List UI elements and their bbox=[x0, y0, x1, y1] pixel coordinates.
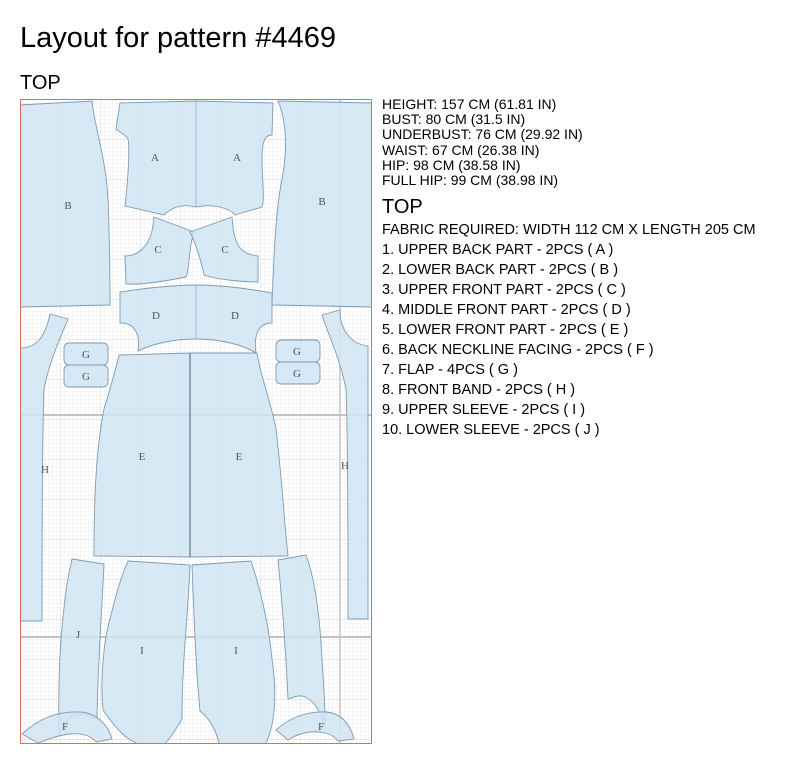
list-item: 9. UPPER SLEEVE - 2PCS ( I ) bbox=[382, 402, 586, 419]
page-title: Layout for pattern #4469 bbox=[20, 22, 337, 54]
list-item: 1. UPPER BACK PART - 2PCS ( A ) bbox=[382, 242, 614, 259]
label-i-left: I bbox=[140, 645, 144, 657]
section-title: TOP bbox=[382, 196, 423, 219]
label-g-3: G bbox=[293, 346, 301, 358]
measurement-underbust: UNDERBUST: 76 CM (29.92 IN) bbox=[382, 126, 583, 143]
measurement-waist: WAIST: 67 CM (26.38 IN) bbox=[382, 141, 540, 158]
piece-e-right bbox=[189, 352, 289, 558]
layout-subtitle: TOP bbox=[20, 72, 61, 94]
cutting-layout-diagram: A A B B C C D D G G G G E E H H J I I F … bbox=[20, 99, 372, 744]
measurement-full-hip: FULL HIP: 99 CM (38.98 IN) bbox=[382, 172, 559, 189]
piece-a-left bbox=[115, 100, 197, 216]
label-a-left: A bbox=[151, 152, 159, 164]
piece-g-4 bbox=[275, 361, 321, 385]
list-item: 8. FRONT BAND - 2PCS ( H ) bbox=[382, 382, 576, 399]
list-item: 6. BACK NECKLINE FACING - 2PCS ( F ) bbox=[382, 342, 654, 359]
label-f-right: F bbox=[318, 721, 324, 733]
label-h-left: H bbox=[41, 464, 49, 476]
measurement-hip: HIP: 98 CM (38.58 IN) bbox=[382, 156, 521, 173]
label-c-right: C bbox=[221, 244, 228, 256]
label-a-right: A bbox=[233, 152, 241, 164]
label-e-left: E bbox=[139, 451, 146, 463]
piece-g-2 bbox=[63, 364, 109, 388]
piece-h-left bbox=[20, 313, 69, 622]
list-item: 2. LOWER BACK PART - 2PCS ( B ) bbox=[382, 262, 619, 279]
list-item: 10. LOWER SLEEVE - 2PCS ( J ) bbox=[382, 422, 600, 439]
pieces-list: 1. UPPER BACK PART - 2PCS ( A ) 2. LOWER… bbox=[382, 240, 782, 440]
piece-f-right bbox=[275, 711, 355, 742]
label-b-left: B bbox=[64, 200, 71, 212]
piece-c-right bbox=[189, 216, 259, 283]
label-g-2: G bbox=[82, 371, 90, 383]
fabric-required: FABRIC REQUIRED: WIDTH 112 CM X LENGTH 2… bbox=[382, 222, 756, 239]
label-i-right: I bbox=[234, 645, 238, 657]
label-d-right: D bbox=[231, 310, 239, 322]
piece-i-right bbox=[191, 560, 276, 744]
label-h-right: H bbox=[341, 460, 349, 472]
measurements: HEIGHT: 157 CM (61.81 IN) BUST: 80 CM (3… bbox=[382, 96, 782, 189]
piece-d-right bbox=[195, 284, 273, 354]
label-b-right: B bbox=[318, 196, 325, 208]
label-f-left: F bbox=[62, 721, 68, 733]
list-item: 4. MIDDLE FRONT PART - 2PCS ( D ) bbox=[382, 302, 631, 319]
piece-e-left bbox=[93, 352, 191, 558]
label-c-left: C bbox=[154, 244, 161, 256]
measurement-bust: BUST: 80 CM (31.5 IN) bbox=[382, 111, 526, 128]
piece-h-right bbox=[321, 309, 369, 620]
measurement-height: HEIGHT: 157 CM (61.81 IN) bbox=[382, 96, 557, 112]
list-item: 5. LOWER FRONT PART - 2PCS ( E ) bbox=[382, 322, 629, 339]
label-g-4: G bbox=[293, 368, 301, 380]
label-j-left: J bbox=[76, 629, 81, 641]
label-d-left: D bbox=[152, 310, 160, 322]
piece-b-left bbox=[20, 100, 111, 308]
piece-c-left bbox=[124, 216, 195, 285]
piece-f-left bbox=[21, 711, 113, 744]
piece-d-left bbox=[119, 284, 197, 352]
piece-a-right bbox=[195, 100, 274, 216]
list-item: 3. UPPER FRONT PART - 2PCS ( C ) bbox=[382, 282, 626, 299]
list-item: 7. FLAP - 4PCS ( G ) bbox=[382, 362, 518, 379]
label-g-1: G bbox=[82, 349, 90, 361]
piece-j-right bbox=[277, 554, 326, 728]
pattern-info-panel: HEIGHT: 157 CM (61.81 IN) BUST: 80 CM (3… bbox=[382, 96, 782, 440]
label-e-right: E bbox=[236, 451, 243, 463]
